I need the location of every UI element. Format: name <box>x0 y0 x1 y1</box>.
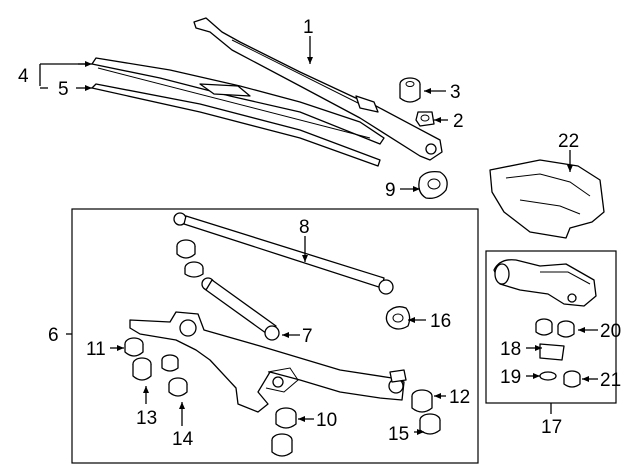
callout-2: 2 <box>453 111 464 132</box>
pivot-seal <box>418 170 448 199</box>
callout-4: 4 <box>18 66 29 87</box>
mount-grommet <box>124 337 179 372</box>
mount-collar <box>168 377 188 397</box>
callout-16: 16 <box>430 311 451 332</box>
callout-21: 21 <box>600 370 621 391</box>
callout-14: 14 <box>172 429 194 450</box>
pivot-cap <box>399 77 421 103</box>
linkage-frame <box>129 311 407 413</box>
callout-11: 11 <box>86 339 106 360</box>
motor-cover <box>489 159 605 239</box>
pivot-nut <box>415 111 435 127</box>
wiper-blade <box>91 57 385 145</box>
callout-6: 6 <box>48 325 59 346</box>
callout-10: 10 <box>316 410 337 431</box>
motor-parts <box>535 318 581 388</box>
callout-5: 5 <box>58 79 69 100</box>
grommet <box>385 306 411 330</box>
callout-labels: 1 2 3 4 5 6 7 8 9 10 11 12 13 14 15 16 1… <box>18 17 621 450</box>
wiper-arm <box>193 17 443 161</box>
frame-bushing <box>271 407 297 457</box>
link-rod-short <box>201 277 280 341</box>
callout-19: 19 <box>500 367 521 388</box>
callout-17: 17 <box>541 417 562 438</box>
callout-1: 1 <box>303 17 314 38</box>
callout-18: 18 <box>500 339 521 360</box>
wiper-blade-refill <box>91 83 381 167</box>
callout-7: 7 <box>302 326 313 347</box>
linkage-assembly-box <box>71 208 479 464</box>
leader-lines <box>39 36 598 435</box>
callout-9: 9 <box>385 180 396 201</box>
callout-13: 13 <box>136 408 157 429</box>
callout-12: 12 <box>449 387 470 408</box>
frame-grommet <box>411 389 441 435</box>
link-bushing <box>176 239 204 278</box>
callout-3: 3 <box>450 82 461 103</box>
callout-20: 20 <box>600 321 621 342</box>
callout-22: 22 <box>558 131 579 152</box>
callout-15: 15 <box>388 424 409 445</box>
wiper-motor <box>493 259 597 307</box>
mount-bushing <box>132 357 152 381</box>
link-rod <box>173 212 394 295</box>
callout-8: 8 <box>299 217 310 238</box>
